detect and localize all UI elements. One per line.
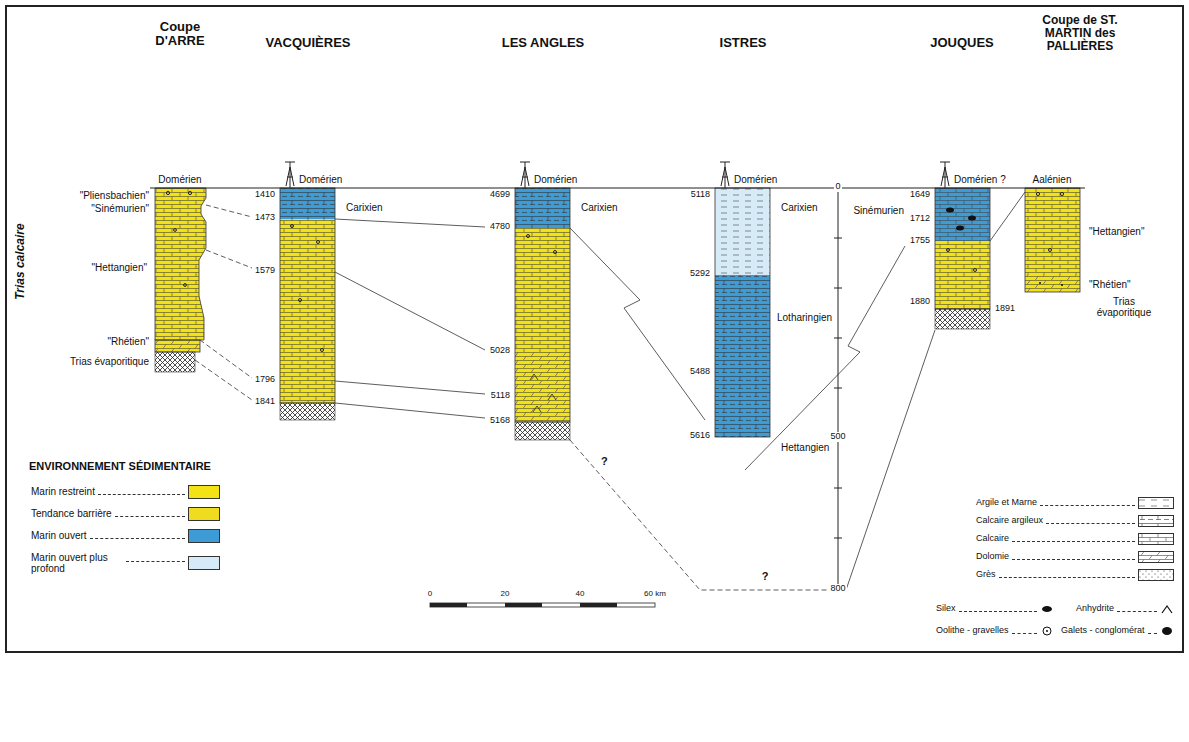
stage-label: Domérien — [533, 174, 578, 185]
legend-label: Marin ouvert plus profond — [30, 552, 124, 574]
stage-label: Carixien — [580, 202, 619, 213]
well-name: JOUQUES — [929, 36, 995, 50]
pattern-sample — [1138, 515, 1174, 527]
scale-value: 500 — [829, 432, 846, 442]
leader-line — [126, 561, 185, 562]
depth-value: 1712 — [909, 214, 931, 224]
depth-value: 1891 — [994, 304, 1016, 314]
legend-label: Argile et Marne — [975, 498, 1038, 508]
stage-label: Lotharingien — [776, 312, 833, 323]
leader-line — [999, 577, 1135, 578]
legend-label: Calcaire — [975, 534, 1010, 544]
depth-value: 1649 — [909, 190, 931, 200]
depth-value: 5118 — [490, 391, 511, 401]
question-mark: ? — [600, 455, 609, 467]
color-swatch — [188, 507, 220, 521]
pattern-sample — [1138, 551, 1174, 563]
depth-value: 4780 — [489, 222, 511, 232]
scale-bar-value: 60 km — [643, 590, 667, 599]
stage-label: "Hettangien" — [1088, 226, 1145, 237]
depth-value: 4699 — [489, 190, 511, 200]
depth-value: 1473 — [254, 213, 276, 223]
stage-label: "Pliensbachien" — [79, 190, 150, 201]
stage-label: "Rhétien" — [1088, 279, 1132, 290]
leader-line — [115, 516, 185, 517]
pattern-sample — [1138, 533, 1174, 545]
leader-line — [1040, 505, 1135, 506]
stage-label: Aalénien — [1032, 174, 1073, 185]
stage-label: Domérien — [157, 174, 202, 185]
legend-label: Dolomie — [975, 552, 1010, 562]
stage-label: Domérien — [298, 174, 343, 185]
axis-label: Trias calcaire — [13, 223, 26, 302]
pattern-sample — [1138, 497, 1174, 509]
legend-heading: ENVIRONNEMENT SÉDIMENTAIRE — [28, 460, 212, 472]
depth-value: 5616 — [689, 431, 711, 441]
stage-label: Trias évaporitique — [69, 356, 150, 367]
depth-value: 5168 — [489, 416, 511, 426]
leader-line — [90, 538, 185, 539]
leader-line — [1148, 633, 1157, 634]
depth-value: 5488 — [689, 367, 711, 377]
legend-label: Tendance barrière — [30, 508, 113, 519]
legend-label: Marin restreint — [30, 486, 96, 497]
well-name: LES ANGLES — [501, 36, 586, 50]
leader-line — [1012, 633, 1037, 634]
legend-label: Marin ouvert — [30, 530, 88, 541]
color-swatch — [188, 529, 220, 543]
stage-label: "Rhétien" — [106, 336, 150, 347]
scale-bar-value: 0 — [427, 590, 433, 599]
depth-value: 1579 — [254, 266, 276, 276]
depth-value: 1841 — [254, 397, 276, 407]
legend-label: Oolithe - gravelles — [935, 626, 1010, 636]
stage-label: Sinémurien — [852, 205, 905, 216]
stage-label: Hettangien — [780, 442, 830, 453]
pattern-sample — [1040, 625, 1054, 637]
leader-line — [98, 494, 185, 495]
well-name: VACQUIÈRES — [265, 36, 352, 50]
leader-line — [1012, 559, 1135, 560]
legend-label: Galets - conglomérat — [1060, 626, 1146, 636]
pattern-sample — [1160, 625, 1174, 637]
leader-line — [959, 611, 1037, 612]
stage-label: Trias évaporitique — [1088, 296, 1160, 318]
legend-label: Grès — [975, 570, 997, 580]
legend-label: Calcaire argileux — [975, 516, 1044, 526]
pattern-sample — [1160, 603, 1174, 615]
stage-label: Carixien — [345, 202, 384, 213]
well-name: ISTRES — [719, 36, 768, 50]
scale-value: 800 — [829, 584, 846, 594]
stage-label: Carixien — [780, 202, 819, 213]
depth-value: 5292 — [689, 269, 711, 279]
depth-value: 5028 — [489, 346, 511, 356]
pattern-sample — [1138, 569, 1174, 581]
stage-label: "Sinémurien" — [90, 203, 150, 214]
depth-value: 1755 — [909, 236, 931, 246]
stage-label: "Hettangien" — [91, 262, 148, 273]
depth-value: 1880 — [909, 297, 931, 307]
color-swatch — [188, 556, 220, 570]
color-swatch — [188, 485, 220, 499]
depth-value: 1410 — [254, 190, 276, 200]
depth-value: 1796 — [254, 375, 276, 385]
section-title: Coupe de ST. MARTIN des PALLIÈRES — [1029, 14, 1131, 54]
leader-line — [1117, 611, 1157, 612]
leader-line — [1046, 523, 1135, 524]
pattern-sample — [1040, 603, 1054, 615]
legend-label: Anhydrite — [1075, 604, 1115, 614]
section-title: Coupe D'ARRE — [144, 20, 216, 49]
stage-label: Domérien ? — [953, 174, 1007, 185]
scale-value: 0 — [834, 182, 841, 192]
depth-value: 5118 — [690, 190, 711, 200]
legend-label: Silex — [935, 604, 957, 614]
stage-label: Domérien — [733, 174, 778, 185]
question-mark: ? — [761, 570, 770, 582]
leader-line — [1012, 541, 1135, 542]
scale-bar-value: 20 — [500, 590, 511, 599]
scale-bar-value: 40 — [575, 590, 586, 599]
